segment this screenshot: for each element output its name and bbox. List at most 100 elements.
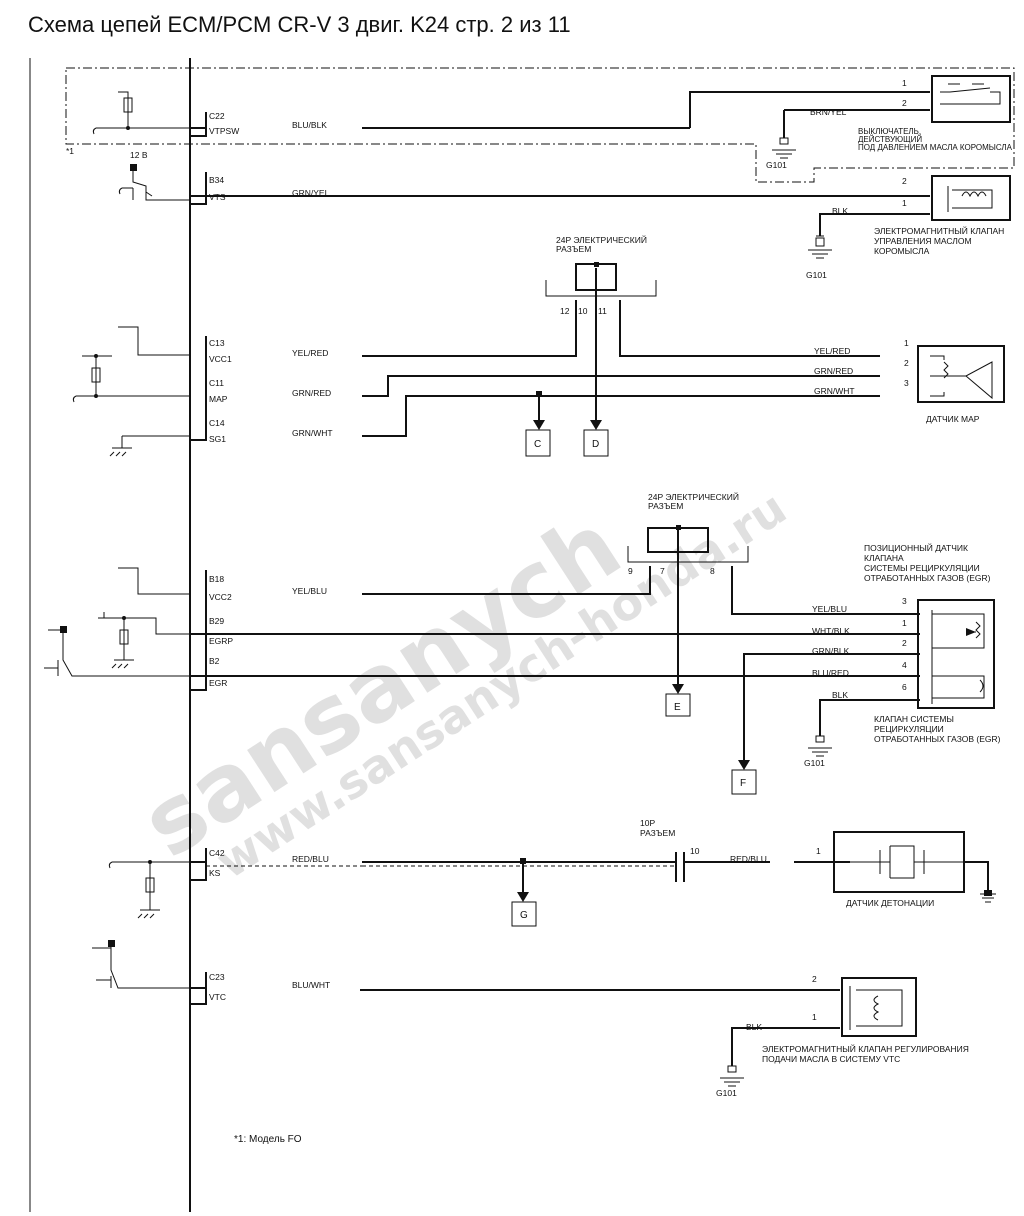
ecm-pin-brackets bbox=[190, 112, 207, 1005]
conn-10p-pin10: 10 bbox=[690, 846, 700, 856]
pin-num-3-c: 3 bbox=[904, 378, 909, 388]
pin-num-1-b: 1 bbox=[902, 198, 907, 208]
pin-c22: C22 bbox=[209, 111, 225, 121]
note-marker: *1 bbox=[66, 146, 74, 156]
label-egr-valve: КЛАПАН СИСТЕМЫ РЕЦИРКУЛЯЦИИ ОТРАБОТАННЫХ… bbox=[874, 714, 1001, 744]
circuit-oil-pressure-switch: BLU/BLK BRN/YEL 1 2 G101 ВЫКЛЮЧАТЕЛЬ, ДЕ… bbox=[190, 75, 1013, 170]
circuit-rocker-solenoid: GRN/YEL BLK 2 1 G101 ЭЛЕКТРОМАГНИТНЫЙ КЛ… bbox=[190, 175, 1011, 280]
jump-d: D bbox=[592, 439, 599, 450]
pin-b34: B34 bbox=[209, 175, 224, 185]
pin-b18: B18 bbox=[209, 574, 224, 584]
pin-num-1-a: 1 bbox=[902, 78, 907, 88]
conn-24p-a-line1: 24P ЭЛЕКТРИЧЕСКИЙ bbox=[556, 234, 647, 245]
label-egr-position-2: КЛАПАНА bbox=[864, 553, 904, 563]
label-egr-position-4: ОТРАБОТАННЫХ ГАЗОВ (EGR) bbox=[864, 573, 991, 583]
wire-grn-blk: GRN/BLK bbox=[812, 646, 850, 656]
pin-egr: EGR bbox=[209, 678, 227, 688]
pin-ks: KS bbox=[209, 868, 221, 878]
label-map-sensor: ДАТЧИК MAP bbox=[926, 414, 980, 424]
pin-num-1-f: 1 bbox=[812, 1012, 817, 1022]
page-title: Схема цепей ECM/PCM CR-V 3 двиг. K24 стр… bbox=[28, 12, 571, 37]
circuit-egr: E F YEL/BLU YEL/BLU WHT/BLK GRN/BLK BLU/… bbox=[190, 530, 1001, 795]
pin-num-2-f: 2 bbox=[812, 974, 817, 984]
pin-num-3-d: 3 bbox=[902, 596, 907, 606]
wire-yel-blu: YEL/BLU bbox=[292, 586, 327, 596]
conn-24p-a-pin10: 10 bbox=[578, 306, 588, 316]
jump-e: E bbox=[674, 702, 681, 713]
pin-num-6-d: 6 bbox=[902, 682, 907, 692]
ground-g101-b: G101 bbox=[806, 270, 827, 280]
pin-num-4-d: 4 bbox=[902, 660, 907, 670]
wire-blk-a: BLK bbox=[832, 206, 848, 216]
pin-num-2-a: 2 bbox=[902, 98, 907, 108]
conn-24p-a-pin11: 11 bbox=[598, 306, 607, 316]
pin-num-1-e: 1 bbox=[816, 846, 821, 856]
wire-blu-red: BLU/RED bbox=[812, 668, 849, 678]
wire-blu-wht: BLU/WHT bbox=[292, 980, 330, 990]
wire-grn-wht-b: GRN/WHT bbox=[814, 386, 855, 396]
ground-g101-a: G101 bbox=[766, 160, 787, 170]
pin-vtpsw: VTPSW bbox=[209, 126, 239, 136]
pin-num-1-d: 1 bbox=[902, 618, 907, 628]
ecm-internal-circuits: 12 В bbox=[44, 91, 190, 989]
pin-num-1-c: 1 bbox=[904, 338, 909, 348]
pin-num-2-c: 2 bbox=[904, 358, 909, 368]
conn-24p-b-line2: РАЗЪЕМ bbox=[648, 501, 683, 511]
wire-red-blu: RED/BLU bbox=[292, 854, 329, 864]
pin-num-2-d: 2 bbox=[902, 638, 907, 648]
pin-vcc2: VCC2 bbox=[209, 592, 232, 602]
wire-blk-c: BLK bbox=[746, 1022, 762, 1032]
wire-yel-red-b: YEL/RED bbox=[814, 346, 850, 356]
pin-c42: C42 bbox=[209, 848, 225, 858]
wire-brn-yel: BRN/YEL bbox=[810, 107, 847, 117]
wire-grn-red: GRN/RED bbox=[292, 388, 331, 398]
label-egr-valve-3: ОТРАБОТАННЫХ ГАЗОВ (EGR) bbox=[874, 734, 1001, 744]
label-egr-valve-2: РЕЦИРКУЛЯЦИИ bbox=[874, 724, 944, 734]
watermark-brand: sansanych bbox=[124, 492, 639, 878]
label-rocker-solenoid-2: УПРАВЛЕНИЯ МАСЛОМ bbox=[874, 236, 972, 246]
conn-24p-b-line1: 24P ЭЛЕКТРИЧЕСКИЙ bbox=[648, 491, 739, 502]
label-rocker-solenoid-1: ЭЛЕКТРОМАГНИТНЫЙ КЛАПАН bbox=[874, 225, 1004, 236]
conn-24p-a-pin12: 12 bbox=[560, 306, 570, 316]
circuit-vtc-solenoid: BLU/WHT BLK 2 1 G101 ЭЛЕКТРОМАГНИТНЫЙ КЛ… bbox=[190, 974, 969, 1098]
label-vtc-solenoid-2: ПОДАЧИ МАСЛА В СИСТЕМУ VTC bbox=[762, 1054, 900, 1064]
jump-c: C bbox=[534, 439, 541, 450]
ground-g101-c: G101 bbox=[804, 758, 825, 768]
conn-24p-b-pin7: 7 bbox=[660, 566, 665, 576]
wire-grn-red-b: GRN/RED bbox=[814, 366, 853, 376]
pin-sg1: SG1 bbox=[209, 434, 226, 444]
label-oil-switch-3: ПОД ДАВЛЕНИЕМ МАСЛА КОРОМЫСЛА bbox=[858, 143, 1013, 152]
pin-vcc1: VCC1 bbox=[209, 354, 232, 364]
wire-red-blu-b: RED/BLU bbox=[730, 854, 767, 864]
pin-c14: C14 bbox=[209, 418, 225, 428]
footnote: *1: Модель FO bbox=[234, 1134, 302, 1145]
label-egr-position-3: СИСТЕМЫ РЕЦИРКУЛЯЦИИ bbox=[864, 563, 980, 573]
label-egr-valve-1: КЛАПАН СИСТЕМЫ bbox=[874, 714, 954, 724]
circuit-map-sensor: C D YEL/RED GRN/RED GRN/WHT YEL/RED GRN/… bbox=[292, 268, 1005, 457]
label-oil-switch: ВЫКЛЮЧАТЕЛЬ, ДЕЙСТВУЮЩИЙ ПОД ДАВЛЕНИЕМ М… bbox=[858, 127, 1013, 152]
wire-yel-red: YEL/RED bbox=[292, 348, 328, 358]
jump-f: F bbox=[740, 778, 746, 789]
conn-10p-line1: 10P bbox=[640, 818, 655, 828]
label-oil-switch-1: ВЫКЛЮЧАТЕЛЬ, bbox=[858, 127, 921, 136]
label-egr-position-1: ПОЗИЦИОННЫЙ ДАТЧИК bbox=[864, 542, 968, 553]
model-fo-boundary: *1 bbox=[65, 67, 1015, 183]
pin-num-2-b: 2 bbox=[902, 176, 907, 186]
pin-c11: C11 bbox=[209, 378, 224, 388]
pin-b29: B29 bbox=[209, 616, 224, 626]
jump-g: G bbox=[520, 910, 528, 921]
pin-c23: C23 bbox=[209, 972, 225, 982]
pin-vtc: VTC bbox=[209, 992, 226, 1002]
connector-24p-a: 24P ЭЛЕКТРИЧЕСКИЙ РАЗЪЕМ 12 10 11 bbox=[545, 234, 657, 316]
wire-grn-yel: GRN/YEL bbox=[292, 188, 330, 198]
wire-wht-blk: WHT/BLK bbox=[812, 626, 850, 636]
pin-egrp: EGRP bbox=[209, 636, 233, 646]
pin-c13: C13 bbox=[209, 338, 225, 348]
label-egr-position: ПОЗИЦИОННЫЙ ДАТЧИК КЛАПАНА СИСТЕМЫ РЕЦИР… bbox=[864, 542, 991, 583]
label-vtc-solenoid-1: ЭЛЕКТРОМАГНИТНЫЙ КЛАПАН РЕГУЛИРОВАНИЯ bbox=[762, 1043, 969, 1054]
voltage-12v: 12 В bbox=[130, 150, 148, 160]
pin-map: MAP bbox=[209, 394, 228, 404]
wire-yel-blu-b: YEL/BLU bbox=[812, 604, 847, 614]
label-rocker-solenoid: ЭЛЕКТРОМАГНИТНЫЙ КЛАПАН УПРАВЛЕНИЯ МАСЛО… bbox=[874, 225, 1004, 256]
